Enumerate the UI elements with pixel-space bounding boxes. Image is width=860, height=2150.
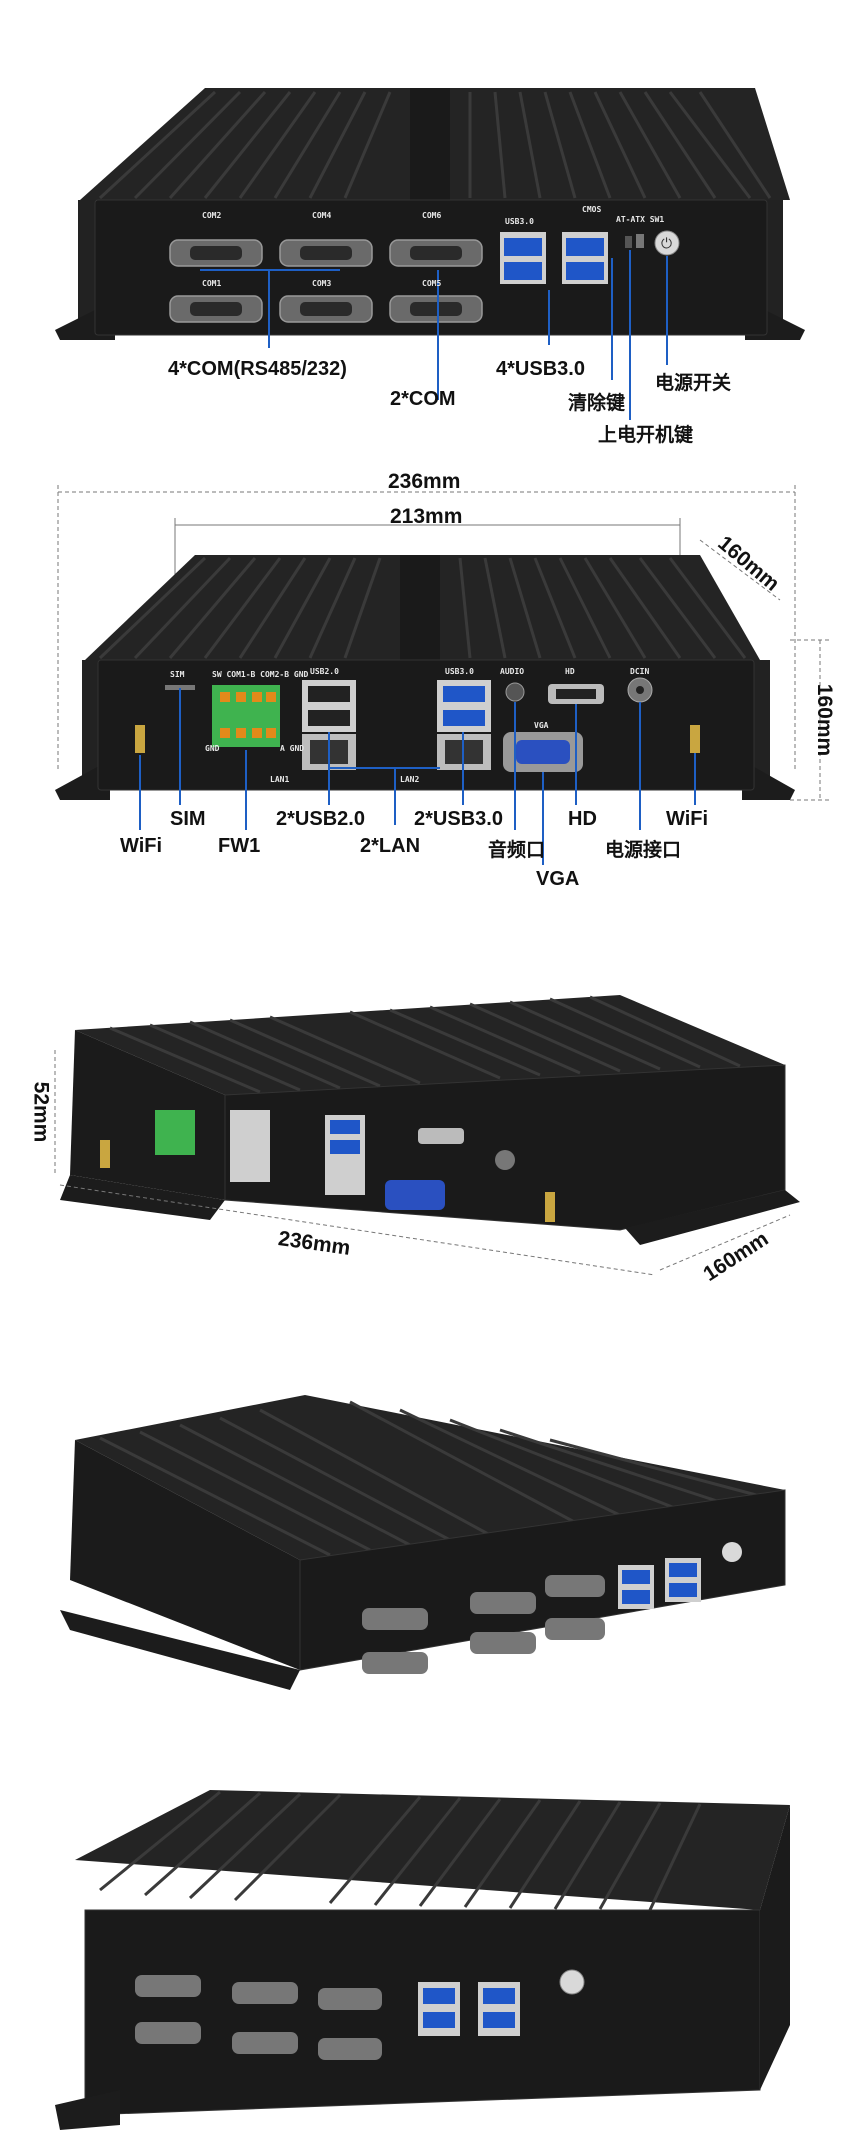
svg-text:A GND: A GND [280,744,304,753]
svg-text:DCIN: DCIN [630,667,649,676]
svg-text:VGA: VGA [534,721,549,730]
svg-text:GND: GND [205,744,220,753]
callout-fw1: FW1 [218,835,261,857]
svg-text:COM5: COM5 [422,279,441,288]
callout-audio: 音频口 [488,840,546,861]
callout-wifi-right: WiFi [666,808,709,830]
device-rear-image: SIM SW COM1-B COM2-B GND USB2.0 USB3.0 A… [55,485,830,865]
callout-usb20: 2*USB2.0 [276,808,365,830]
callout-power-on: 上电开机键 [598,425,694,446]
callout-2com: 2*COM [390,388,456,410]
svg-text:AUDIO: AUDIO [500,667,524,676]
callout-power-switch: 电源开关 [655,373,732,394]
panel-rear-io: SIM SW COM1-B COM2-B GND USB2.0 USB3.0 A… [0,470,860,930]
callout-sim: SIM [170,808,206,830]
svg-text:COM4: COM4 [312,211,331,220]
svg-text:COM2: COM2 [202,211,221,220]
svg-text:CMOS: CMOS [582,205,601,214]
panel-angled-rear: 52mm 236mm 160mm [0,970,860,1330]
panel-front-io: ⏻ COM2 COM4 COM6 COM1 COM3 COM5 USB3.0 C… [0,0,860,470]
svg-text:USB3.0: USB3.0 [505,217,534,226]
panel-angled-front [0,1370,860,1730]
callout-4usb: 4*USB3.0 [496,358,585,380]
callout-dcin: 电源接口 [605,840,682,861]
svg-text:SIM: SIM [170,670,185,679]
svg-text:COM1: COM1 [202,279,221,288]
callout-usb30: 2*USB3.0 [414,808,503,830]
svg-text:LAN2: LAN2 [400,775,419,784]
dim-width-inner: 213mm [390,505,463,528]
panel-front-angled-2 [0,1760,860,2140]
svg-text:USB3.0: USB3.0 [445,667,474,676]
svg-text:AT-ATX SW1: AT-ATX SW1 [616,215,664,224]
svg-text:USB2.0: USB2.0 [310,667,339,676]
svg-text:SW COM1-B COM2-B GND: SW COM1-B COM2-B GND [212,670,309,679]
callout-lan: 2*LAN [360,835,421,857]
device-angled-rear-image [54,995,800,1276]
svg-text:COM3: COM3 [312,279,331,288]
svg-text:COM6: COM6 [422,211,441,220]
callout-4com: 4*COM(RS485/232) [168,358,347,380]
dim-width-total: 236mm [388,470,461,493]
callout-clear: 清除键 [568,393,626,414]
callout-vga: VGA [536,868,580,890]
dim-height-right: 160mm [813,683,837,757]
callout-hd: HD [568,808,597,830]
device-angled-front-image [60,1395,786,1690]
device-front-image: ⏻ COM2 COM4 COM6 COM1 COM3 COM5 USB3.0 C… [55,88,805,420]
device-front-angled-2-image [55,1790,790,2130]
callout-wifi-left: WiFi [120,835,163,857]
svg-text:LAN1: LAN1 [270,775,289,784]
svg-text:⏻: ⏻ [661,235,672,251]
svg-text:HD: HD [565,667,575,676]
dim-height: 52mm [29,1081,53,1143]
